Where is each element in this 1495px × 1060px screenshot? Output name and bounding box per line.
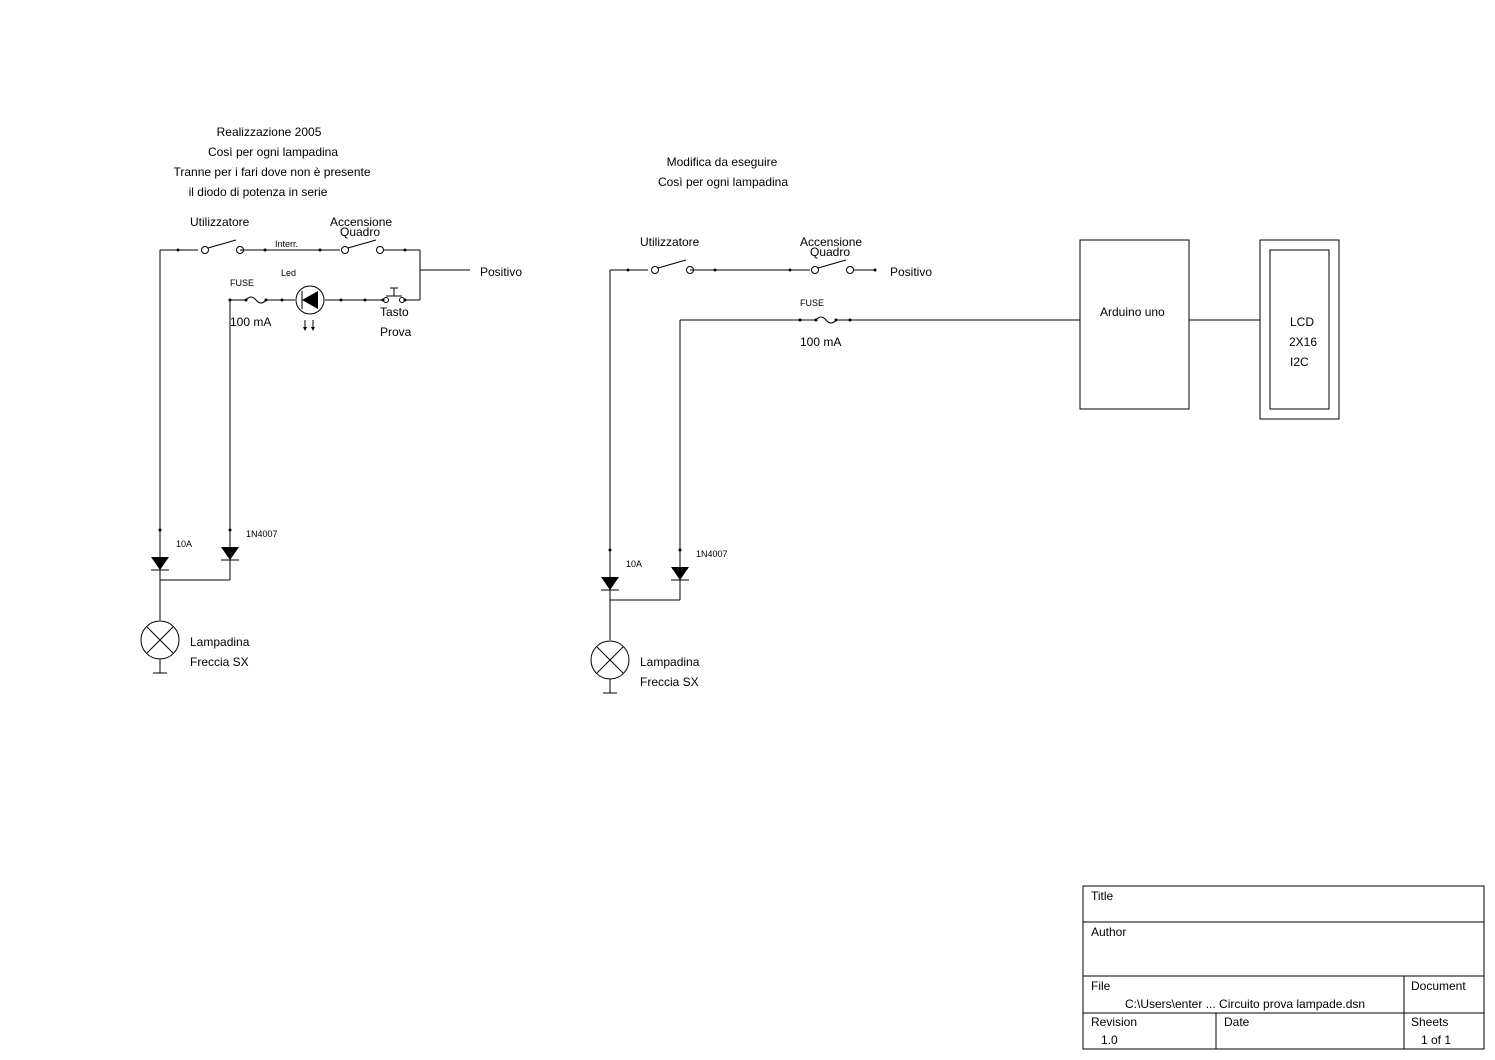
lcd-label-3: I2C	[1290, 355, 1309, 369]
right-quadro-label: Quadro	[810, 245, 850, 259]
document-label: Document	[1411, 979, 1466, 993]
right-note-line-1: Modifica da eseguire	[667, 155, 778, 169]
right-diode-1n4007-symbol	[671, 567, 689, 580]
right-lamp-label-1: Lampadina	[640, 655, 700, 669]
right-diode2-label: 1N4007	[696, 549, 728, 559]
sheets-value: 1 of 1	[1421, 1033, 1451, 1047]
right-utilizzatore-label: Utilizzatore	[640, 235, 700, 249]
right-fuse-symbol	[815, 316, 837, 324]
left-accensione-switch	[341, 239, 384, 254]
left-prova-label: Prova	[380, 325, 412, 339]
revision-value: 1.0	[1101, 1033, 1118, 1047]
sheets-label: Sheets	[1411, 1015, 1448, 1029]
right-accensione-switch	[811, 259, 854, 274]
left-fuse-symbol	[245, 296, 267, 304]
right-note-line-2: Così per ogni lampadina	[658, 175, 788, 189]
left-note-line-2: Così per ogni lampadina	[208, 145, 338, 159]
left-top-wire	[160, 248, 470, 300]
right-accensione-label: Accensione	[800, 235, 862, 249]
right-lamp-symbol	[590, 640, 630, 694]
left-utilizzatore-label: Utilizzatore	[190, 215, 250, 229]
right-utilizzatore-switch	[651, 259, 694, 274]
lcd-label-1: LCD	[1290, 315, 1314, 329]
left-led-label: Led	[281, 268, 296, 278]
left-diode1-label: 10A	[176, 539, 192, 549]
left-utilizzatore-switch	[201, 239, 244, 254]
left-diode2-label: 1N4007	[246, 529, 278, 539]
arduino-label: Arduino uno	[1100, 305, 1165, 319]
left-fuse-value: 100 mA	[230, 315, 271, 329]
title-label: Title	[1091, 889, 1114, 903]
left-note-line-3: Tranne per i fari dove non è presente	[173, 165, 370, 179]
left-lamp-label-1: Lampadina	[190, 635, 250, 649]
right-top-wire	[610, 268, 877, 272]
right-circuit: Modifica da eseguire Così per ogni lampa…	[590, 155, 1340, 694]
right-lamp-label-2: Freccia SX	[640, 675, 699, 689]
left-tasto-label: Tasto	[380, 305, 409, 319]
lcd-block	[1259, 239, 1340, 420]
right-fuse-value: 100 mA	[800, 335, 841, 349]
left-positivo-label: Positivo	[480, 265, 522, 279]
right-positivo-label: Positivo	[890, 265, 932, 279]
left-diode-branch	[151, 250, 239, 620]
file-value: C:\Users\enter ... Circuito prova lampad…	[1125, 997, 1365, 1011]
right-fuse-label: FUSE	[800, 298, 824, 308]
left-interr-label: Interr.	[275, 239, 298, 249]
lcd-label-2: 2X16	[1289, 335, 1317, 349]
left-diode-10a-symbol	[151, 557, 169, 570]
left-note-line-1: Realizzazione 2005	[217, 125, 322, 139]
left-note-line-4: il diodo di potenza in serie	[189, 185, 328, 199]
left-lamp-symbol	[140, 620, 180, 674]
author-label: Author	[1091, 925, 1126, 939]
arduino-block	[1079, 239, 1190, 410]
left-led-symbol	[295, 285, 325, 331]
left-accensione-label: Accensione	[330, 215, 392, 229]
right-diode-branch	[601, 270, 689, 640]
left-fuse-label: FUSE	[230, 278, 254, 288]
right-diode1-label: 10A	[626, 559, 642, 569]
right-diode-10a-symbol	[601, 577, 619, 590]
left-lamp-label-2: Freccia SX	[190, 655, 249, 669]
left-quadro-label: Quadro	[340, 225, 380, 239]
title-block	[1082, 885, 1485, 1050]
revision-label: Revision	[1091, 1015, 1137, 1029]
right-fuse-row	[680, 316, 1080, 324]
left-diode-1n4007-symbol	[221, 547, 239, 560]
left-tasto-symbol	[383, 287, 405, 303]
date-label: Date	[1224, 1015, 1250, 1029]
left-circuit: Realizzazione 2005 Così per ogni lampadi…	[140, 125, 522, 674]
file-label: File	[1091, 979, 1111, 993]
